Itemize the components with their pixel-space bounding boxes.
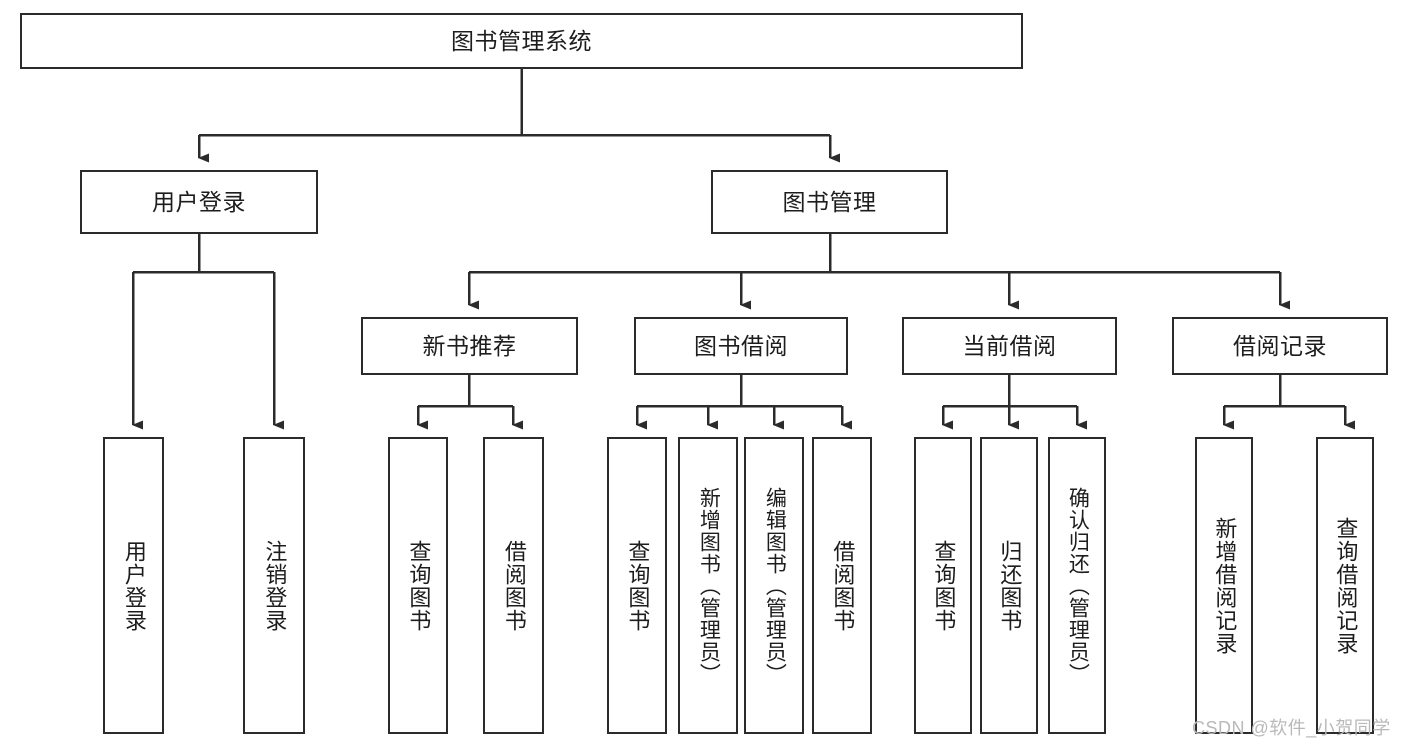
node-leaf-add-book-label: 新增图书（管理员） — [697, 486, 721, 685]
node-leaf-edit-book-label: 编辑图书（管理员） — [763, 486, 787, 685]
node-leaf-return-book[interactable]: 归还图书 — [980, 437, 1038, 734]
node-leaf-confirm-return[interactable]: 确认归还（管理员） — [1048, 437, 1106, 734]
node-book-manage[interactable]: 图书管理 — [711, 170, 948, 234]
node-book-borrow[interactable]: 图书借阅 — [634, 317, 848, 375]
node-leaf-query-book-2-label: 查询图书 — [625, 539, 651, 632]
node-leaf-query-record[interactable]: 查询借阅记录 — [1316, 437, 1374, 734]
node-current-borrow[interactable]: 当前借阅 — [902, 317, 1117, 375]
node-leaf-query-book-3[interactable]: 查询图书 — [914, 437, 972, 734]
node-leaf-query-record-label: 查询借阅记录 — [1333, 516, 1359, 655]
node-borrow-record[interactable]: 借阅记录 — [1172, 317, 1388, 375]
node-leaf-user-login-label: 用户登录 — [121, 539, 147, 632]
node-borrow-record-label: 借阅记录 — [1233, 332, 1327, 359]
node-leaf-edit-book[interactable]: 编辑图书（管理员） — [744, 437, 804, 734]
node-leaf-query-book-2[interactable]: 查询图书 — [607, 437, 667, 734]
node-new-book-recommend[interactable]: 新书推荐 — [361, 317, 578, 375]
node-leaf-confirm-return-label: 确认归还（管理员） — [1066, 486, 1090, 685]
node-current-borrow-label: 当前借阅 — [962, 332, 1057, 359]
node-book-borrow-label: 图书借阅 — [694, 332, 788, 359]
node-user-login-label: 用户登录 — [152, 188, 246, 215]
node-new-book-recommend-label: 新书推荐 — [422, 332, 517, 359]
node-leaf-query-book-3-label: 查询图书 — [931, 539, 957, 632]
node-user-login[interactable]: 用户登录 — [80, 170, 318, 234]
node-leaf-return-book-label: 归还图书 — [997, 539, 1023, 632]
node-leaf-borrow-book-1[interactable]: 借阅图书 — [483, 437, 544, 734]
node-book-manage-label: 图书管理 — [782, 188, 877, 215]
node-leaf-borrow-book-2[interactable]: 借阅图书 — [812, 437, 872, 734]
node-leaf-user-login[interactable]: 用户登录 — [103, 437, 164, 734]
node-leaf-borrow-book-2-label: 借阅图书 — [830, 539, 856, 632]
node-leaf-logout[interactable]: 注销登录 — [243, 437, 305, 734]
node-leaf-borrow-book-1-label: 借阅图书 — [501, 539, 527, 632]
node-leaf-add-book[interactable]: 新增图书（管理员） — [678, 437, 738, 734]
node-leaf-add-record[interactable]: 新增借阅记录 — [1195, 437, 1253, 734]
node-root[interactable]: 图书管理系统 — [20, 13, 1023, 69]
node-leaf-query-book-1-label: 查询图书 — [406, 539, 432, 632]
node-leaf-add-record-label: 新增借阅记录 — [1212, 516, 1238, 655]
node-leaf-query-book-1[interactable]: 查询图书 — [388, 437, 448, 734]
node-leaf-logout-label: 注销登录 — [262, 539, 288, 632]
node-root-label: 图书管理系统 — [451, 27, 592, 54]
